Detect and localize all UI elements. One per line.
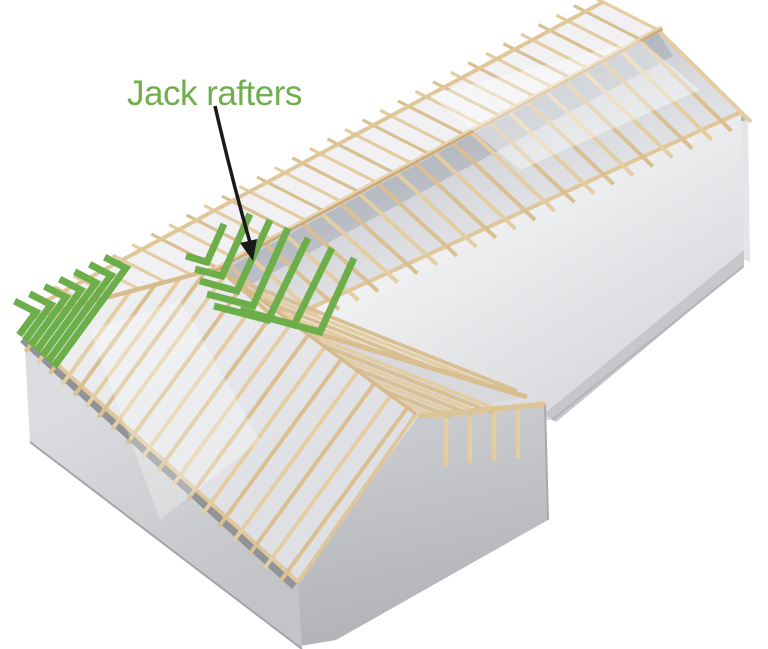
rafter: [140, 297, 261, 459]
eave-beam-north: [41, 0, 604, 305]
rafter: [319, 211, 400, 284]
annotation-arrowhead-icon: [240, 239, 257, 261]
jack-rafter-highlight: [185, 222, 228, 267]
jack-rafter-highlight: [206, 226, 292, 311]
jack-rafter-highlight: [22, 290, 57, 343]
roof-west-slope-wingB: [26, 268, 416, 582]
rafter: [300, 221, 380, 293]
wall-base-shadow: [544, 250, 744, 422]
rafter: [171, 321, 294, 487]
rafter: [96, 270, 208, 419]
rafter: [110, 272, 228, 431]
rafter: [656, 28, 753, 124]
rafter: [600, 58, 694, 151]
ridge-beam-wingB: [216, 266, 418, 416]
rafter: [321, 343, 494, 415]
rafter: [186, 333, 311, 501]
rafter: [352, 366, 473, 417]
rafter: [60, 290, 132, 386]
rafter-lines-near-slope: [225, 28, 753, 329]
rafter: [84, 276, 183, 408]
rafter: [368, 377, 462, 418]
jack-rafter-highlight: [39, 268, 102, 359]
annotation: Jack rafters: [127, 74, 302, 261]
wall-plate-gable: [417, 401, 546, 419]
jack-rafters-hip-group: [13, 253, 132, 369]
roof-near-slope: [218, 30, 741, 322]
rafter: [525, 99, 615, 186]
rafter: [581, 69, 674, 160]
ridge-beam-highlight: [213, 25, 663, 270]
jack-rafters-highlight: [13, 212, 358, 369]
rafter: [337, 354, 484, 416]
rafter: [278, 406, 410, 583]
wall-base-edge: [29, 441, 303, 649]
annotation-label: Jack rafters: [127, 74, 302, 113]
roof-east-slope-wingB: [218, 268, 527, 416]
jack-rafter-highlight: [27, 283, 72, 348]
rafter: [247, 382, 377, 556]
rafter: [201, 345, 327, 514]
rafter: [217, 357, 344, 528]
rafter: [637, 38, 733, 133]
rafter: [156, 309, 278, 473]
roof-sheen: [430, 40, 700, 170]
gable-studs-south: [443, 406, 521, 466]
rafter: [125, 284, 245, 445]
rafter: [72, 283, 157, 397]
jack-rafter-highlight: [194, 212, 254, 281]
jack-rafters-valley-group: [185, 212, 358, 337]
building-illustration: [20, 0, 753, 649]
rafter: [356, 190, 439, 267]
rafter: [306, 332, 505, 414]
rafter: [244, 286, 502, 392]
jack-rafter-highlight: [45, 261, 117, 364]
rafter: [431, 150, 517, 231]
rafter: [375, 180, 459, 258]
rafter: [263, 394, 393, 570]
barge-rafter-south: [296, 412, 418, 584]
jack-rafter-highlight: [33, 275, 87, 353]
wall-southwest-wingB: [24, 332, 302, 649]
wall-corner-edge: [544, 403, 549, 521]
rafter: [337, 200, 419, 275]
jack-rafter-highlight: [51, 253, 132, 369]
eave-beam-west: [24, 334, 300, 584]
rafter: [394, 170, 478, 249]
hip-beam: [29, 265, 219, 321]
rafter: [487, 119, 576, 204]
wall-inner-edge: [551, 265, 745, 421]
rafter: [232, 370, 360, 542]
jack-rafter-highlight: [13, 297, 42, 338]
rafter: [562, 79, 655, 168]
jack-rafter-highlight: [199, 218, 274, 296]
rafter: [469, 129, 557, 213]
rafter: [619, 48, 714, 142]
jack-rafter-highlight: [261, 256, 358, 337]
rafter: [412, 160, 498, 240]
rafter: [506, 109, 596, 195]
wall-gable-south-wingB: [298, 404, 548, 646]
annotation-arrow-icon: [213, 105, 253, 247]
rafter: [450, 140, 537, 222]
rafter: [544, 89, 635, 177]
roof-sheen: [90, 300, 260, 520]
